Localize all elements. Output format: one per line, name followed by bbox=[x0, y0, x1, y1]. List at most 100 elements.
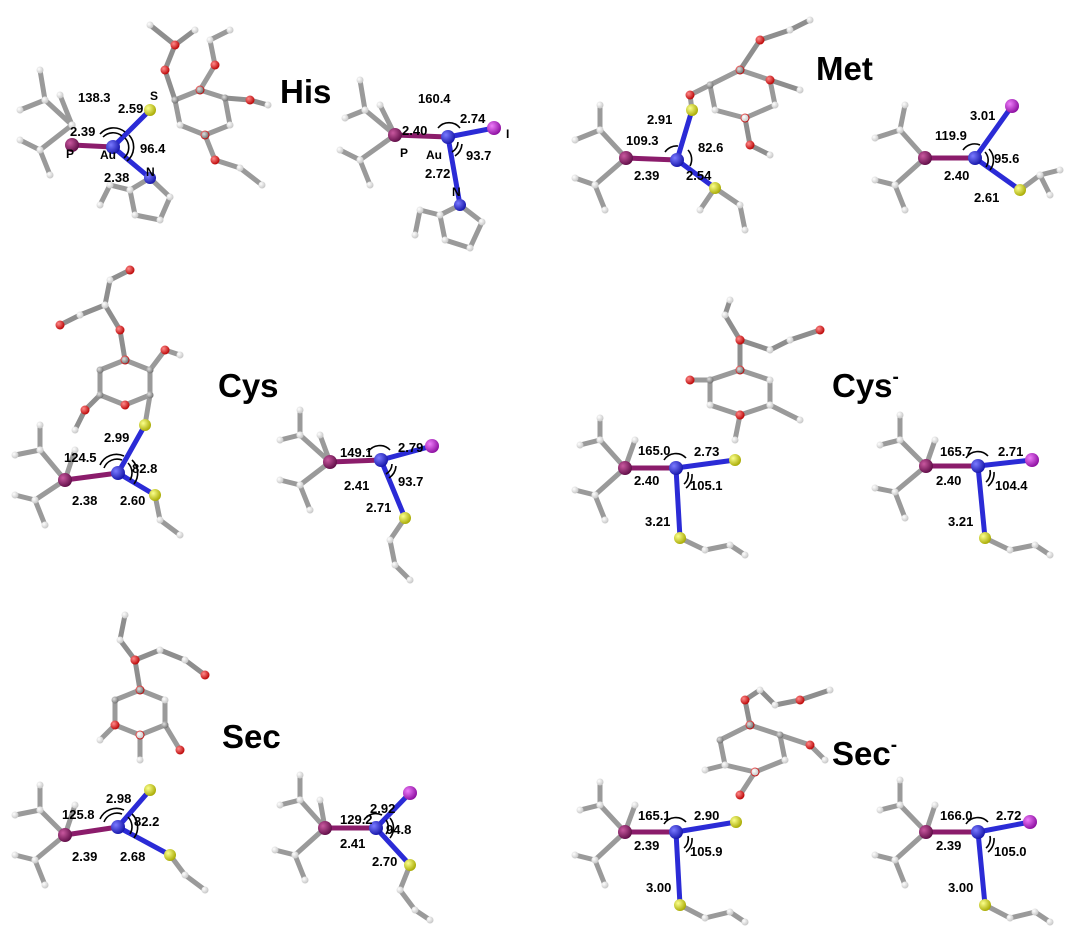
skeleton-atom bbox=[376, 101, 384, 109]
sulfur-atom-2 bbox=[674, 532, 686, 544]
skeleton-atom bbox=[236, 164, 244, 172]
skeleton-atom bbox=[1036, 171, 1044, 179]
dist-au-x: 2.60 bbox=[120, 493, 145, 508]
angle-s-au-x: 82.8 bbox=[132, 461, 157, 476]
skeleton-atom bbox=[176, 121, 184, 129]
molecule-his-model: 160.4 2.74 2.40 93.7 2.72 P Au I N bbox=[336, 76, 509, 252]
skeleton-atom bbox=[136, 731, 144, 739]
dist-au-n: 2.38 bbox=[104, 170, 129, 185]
skeleton-atom bbox=[741, 551, 749, 559]
phosphorus-atom bbox=[618, 461, 632, 475]
oxygen-atom bbox=[55, 320, 65, 330]
phosphorus-atom bbox=[65, 138, 79, 152]
oxygen-atom bbox=[80, 405, 90, 415]
skeleton-atom bbox=[576, 806, 584, 814]
skeleton-atom bbox=[181, 871, 189, 879]
dist-au-x: 2.70 bbox=[372, 854, 397, 869]
panel-met: Met 2.91 109.3 82. bbox=[571, 16, 1064, 234]
skeleton-atom bbox=[291, 851, 299, 859]
skeleton-atom bbox=[1006, 546, 1014, 554]
phosphorus-atom bbox=[618, 825, 632, 839]
angle-arcs bbox=[367, 444, 397, 479]
imidazole-ring bbox=[96, 174, 174, 224]
skeleton-atom bbox=[736, 66, 744, 74]
angle-arcs bbox=[99, 807, 139, 839]
gold-atom bbox=[968, 151, 982, 165]
angle-se-au-x: 82.2 bbox=[134, 814, 159, 829]
dist-au-se: 2.98 bbox=[106, 791, 131, 806]
skeleton-atom bbox=[121, 356, 129, 364]
sugar-skeleton bbox=[146, 21, 272, 189]
skeleton-atom bbox=[121, 611, 129, 619]
oxygen-atom bbox=[200, 670, 210, 680]
skeleton-atom bbox=[316, 796, 324, 804]
angle-p-au-i: 149.1 bbox=[340, 445, 373, 460]
panel-title-sec-anion: Sec- bbox=[832, 735, 897, 772]
skeleton-atom bbox=[796, 86, 804, 94]
skeleton-atom bbox=[386, 536, 394, 544]
skeleton-atom bbox=[1056, 166, 1064, 174]
skeleton-atom bbox=[696, 206, 704, 214]
phosphorus-atom bbox=[58, 828, 72, 842]
bond-au-i bbox=[972, 103, 1015, 161]
skeleton-atom bbox=[341, 114, 349, 122]
skeleton-atom bbox=[741, 918, 749, 926]
skeleton-atom bbox=[156, 646, 164, 654]
skeleton-atom bbox=[41, 881, 49, 889]
angle-i-au-x: 95.6 bbox=[994, 151, 1019, 166]
panel-cys-anion: Cys- 165.0 2.73 bbox=[571, 296, 1054, 559]
dist-au-x: 2.68 bbox=[120, 849, 145, 864]
bond-p-au bbox=[62, 470, 121, 483]
skeleton-atom bbox=[871, 484, 879, 492]
dist-p-au: 2.39 bbox=[72, 849, 97, 864]
skeleton-atom bbox=[41, 96, 49, 104]
dist-au-s: 2.99 bbox=[104, 430, 129, 445]
skeleton-atom bbox=[711, 106, 719, 114]
oxygen-atom bbox=[745, 140, 755, 150]
skeleton-atom bbox=[931, 801, 939, 809]
angle-arcs bbox=[962, 143, 995, 171]
skeleton-atom bbox=[71, 426, 79, 434]
skeleton-atom bbox=[411, 231, 419, 239]
skeleton-atom bbox=[391, 561, 399, 569]
panel-title-cys-anion: Cys- bbox=[832, 367, 899, 404]
dist-au-s: 2.91 bbox=[647, 112, 672, 127]
angle-arcs bbox=[99, 127, 135, 162]
molecule-cys-anion-full: 165.0 2.73 2.40 105.1 3.21 bbox=[571, 296, 825, 559]
phosphorus-atom bbox=[388, 128, 402, 142]
angle-i-au-x: 104.4 bbox=[995, 478, 1028, 493]
gold-atom bbox=[669, 825, 683, 839]
bond-au-se bbox=[115, 787, 153, 830]
dist-au-s: 2.73 bbox=[694, 444, 719, 459]
nitrogen-atom bbox=[454, 199, 466, 211]
skeleton-atom bbox=[301, 876, 309, 884]
gold-atom bbox=[971, 825, 985, 839]
iodine-atom bbox=[1025, 453, 1039, 467]
tert-butyl-left bbox=[16, 66, 76, 179]
skeleton-atom bbox=[731, 436, 739, 444]
skeleton-atom bbox=[891, 488, 899, 496]
sugar-skeleton bbox=[685, 16, 814, 159]
bond-au-se bbox=[373, 825, 413, 868]
skeleton-atom bbox=[766, 151, 774, 159]
skeleton-atom bbox=[226, 26, 234, 34]
skeleton-atom bbox=[601, 881, 609, 889]
skeleton-atom bbox=[71, 446, 79, 454]
panel-sec-anion: Sec- 165.1 2.90 bbox=[571, 686, 1054, 926]
skeleton-atom bbox=[96, 736, 104, 744]
phosphorus-atom bbox=[58, 473, 72, 487]
oxygen-atom bbox=[735, 335, 745, 345]
dist-au-n: 2.72 bbox=[425, 166, 450, 181]
dist-au-i: 2.79 bbox=[398, 440, 423, 455]
skeleton-atom bbox=[111, 696, 119, 704]
skeleton-atom bbox=[931, 436, 939, 444]
angle-p-au-s: 124.5 bbox=[64, 450, 97, 465]
skeleton-atom bbox=[436, 211, 444, 219]
oxygen-atom bbox=[120, 400, 130, 410]
skeleton-atom bbox=[721, 761, 729, 769]
phosphorus-atom bbox=[323, 455, 337, 469]
oxygen-atom bbox=[130, 655, 140, 665]
bond-au-se2 bbox=[115, 824, 173, 858]
skeleton-atom bbox=[1031, 541, 1039, 549]
selenium-atom-2 bbox=[164, 849, 176, 861]
